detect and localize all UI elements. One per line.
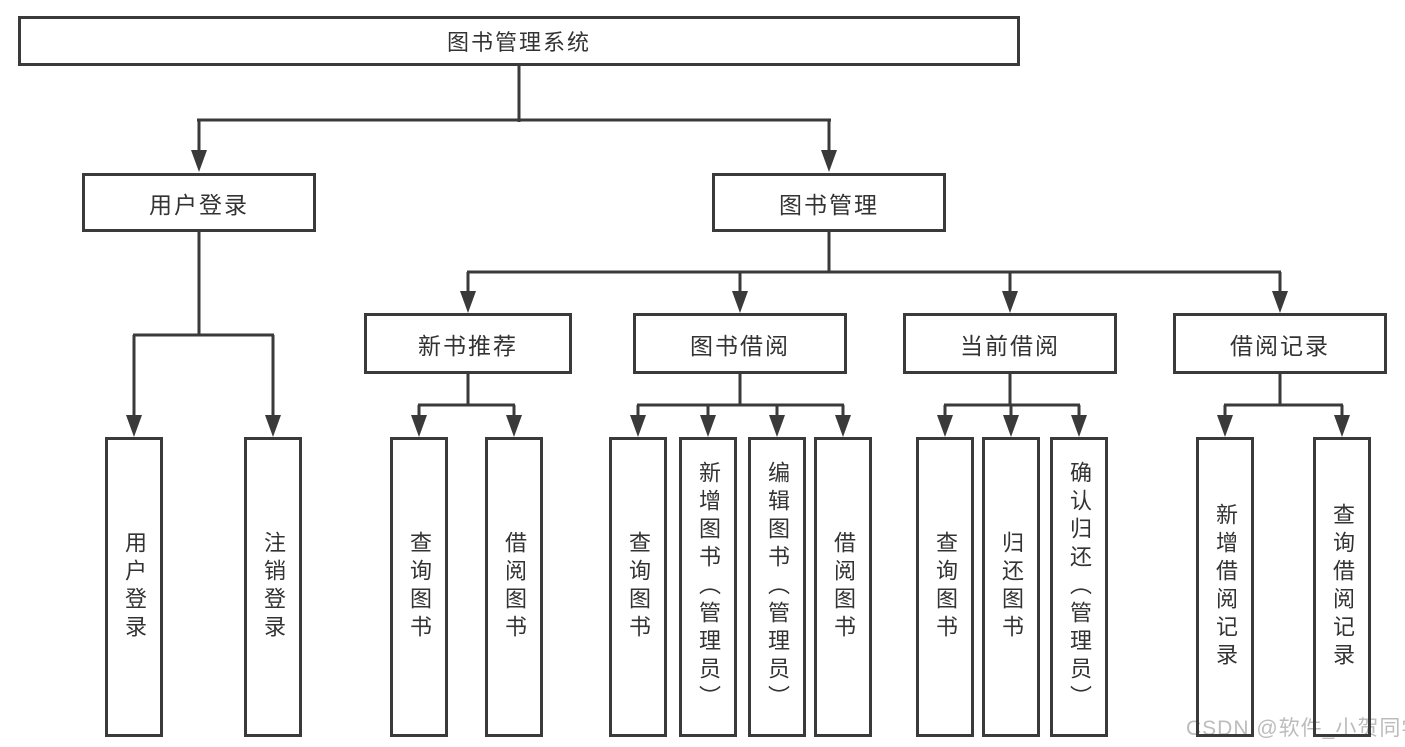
leaf-cb-confirm-return-admin-label: 确认归还（管理员） <box>1067 461 1092 713</box>
node-borrow-records: 借阅记录 <box>1173 313 1387 374</box>
leaf-nbr-borrow-books-label: 借阅图书 <box>502 531 527 643</box>
node-book-management: 图书管理 <box>712 173 946 232</box>
node-user-login: 用户登录 <box>82 173 316 232</box>
leaf-bb-borrow-books-label: 借阅图书 <box>831 531 856 643</box>
node-book-borrow: 图书借阅 <box>633 313 847 374</box>
leaf-user-login: 用户登录 <box>105 437 163 737</box>
node-book-management-label: 图书管理 <box>779 191 879 218</box>
connector-root-to-level2 <box>197 66 831 154</box>
leaf-bb-add-books-admin: 新增图书（管理员） <box>679 437 737 737</box>
leaf-bb-edit-books-admin: 编辑图书（管理员） <box>748 437 806 737</box>
node-borrow-records-label: 借阅记录 <box>1230 332 1330 359</box>
leaf-cb-query-books: 查询图书 <box>916 437 974 737</box>
leaf-bb-edit-books-admin-label: 编辑图书（管理员） <box>765 461 790 713</box>
leaf-nbr-borrow-books: 借阅图书 <box>485 437 543 737</box>
connector-current-borrow-branch <box>943 374 1081 419</box>
node-system-root-label: 图书管理系统 <box>446 30 591 55</box>
leaf-bb-borrow-books: 借阅图书 <box>814 437 872 737</box>
leaf-br-add-record: 新增借阅记录 <box>1196 437 1254 737</box>
node-current-borrow-label: 当前借阅 <box>960 332 1060 359</box>
leaf-cb-return-books-label: 归还图书 <box>999 531 1024 643</box>
connector-new-book-branch <box>417 374 516 419</box>
leaf-nbr-query-books-label: 查询图书 <box>407 531 432 643</box>
node-new-book-recommend-label: 新书推荐 <box>418 332 518 359</box>
leaf-bb-query-books-label: 查询图书 <box>626 531 651 643</box>
leaf-br-add-record-label: 新增借阅记录 <box>1213 503 1238 671</box>
leaf-logout-label: 注销登录 <box>261 531 286 643</box>
connector-book-borrow-branch <box>636 374 845 419</box>
leaf-cb-return-books: 归还图书 <box>982 437 1040 737</box>
connector-user-login-branch <box>132 232 275 419</box>
leaf-nbr-query-books: 查询图书 <box>390 437 448 737</box>
leaf-bb-query-books: 查询图书 <box>609 437 667 737</box>
leaf-cb-query-books-label: 查询图书 <box>933 531 958 643</box>
csdn-watermark: CSDN @软件_小贺同学 <box>1186 717 1405 740</box>
node-new-book-recommend: 新书推荐 <box>364 313 572 374</box>
node-system-root: 图书管理系统 <box>18 16 1020 66</box>
node-user-login-label: 用户登录 <box>149 191 249 218</box>
leaf-user-login-label: 用户登录 <box>122 531 147 643</box>
node-book-borrow-label: 图书借阅 <box>690 332 790 359</box>
connector-borrow-records-branch <box>1223 374 1344 419</box>
arrowheads <box>126 150 1350 437</box>
leaf-bb-add-books-admin-label: 新增图书（管理员） <box>696 461 721 713</box>
leaf-br-query-record: 查询借阅记录 <box>1313 437 1371 737</box>
node-current-borrow: 当前借阅 <box>903 313 1117 374</box>
connector-book-management-branch <box>466 232 1282 295</box>
leaf-logout: 注销登录 <box>244 437 302 737</box>
leaf-cb-confirm-return-admin: 确认归还（管理员） <box>1050 437 1108 737</box>
leaf-br-query-record-label: 查询借阅记录 <box>1330 503 1355 671</box>
